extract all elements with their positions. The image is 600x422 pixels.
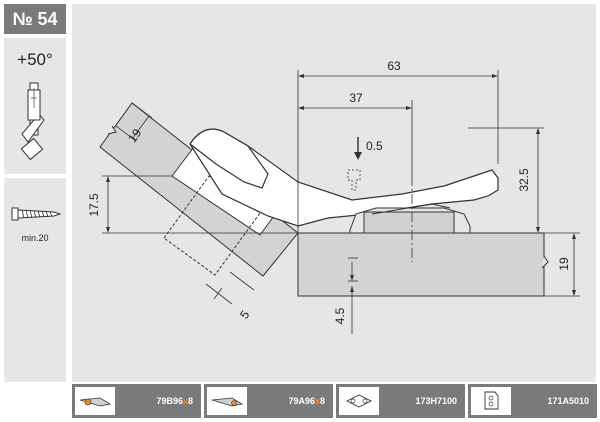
dimension-32-5: 32.5 (517, 168, 531, 192)
cabinet-side-panel (297, 232, 545, 297)
hinge-arm-thumbnail-icon (75, 387, 115, 415)
opening-angle-label: +50° (17, 50, 53, 69)
part-79b96[interactable]: 79B96x8 (72, 384, 201, 418)
hinge-sketch-icon (20, 82, 45, 161)
part-79a96[interactable]: 79A96x8 (204, 384, 333, 418)
hinge-number-badge: № 54 (4, 4, 66, 34)
hinge-drawing: 63 37 0.5 32.5 19 17.5 19 (72, 4, 596, 382)
dimension-17-5: 17.5 (87, 193, 101, 217)
dimension-37: 37 (349, 91, 363, 105)
part-code: 79B96x8 (156, 396, 193, 406)
dimension-63: 63 (387, 59, 401, 73)
part-code: 173H7100 (415, 396, 457, 406)
cup-hidden-outline (163, 175, 261, 276)
part-code: 171A5010 (547, 396, 589, 406)
opening-angle-panel: +50° (4, 38, 66, 174)
adjust-screw-outline (347, 169, 361, 191)
screw-panel: min.20 (4, 178, 66, 382)
cover-cap-thumbnail-icon (471, 387, 511, 415)
dimension-0-5: 0.5 (366, 139, 383, 153)
dimension-4-5: 4.5 (333, 307, 347, 324)
sidebar: № 54 +50° min.20 (0, 0, 70, 422)
dimension-19-side: 19 (557, 257, 571, 271)
parts-bar: 79B96x8 79A96x8 173H7100 (72, 384, 597, 418)
part-code: 79A96x8 (288, 396, 325, 406)
screw-length-label: min.20 (21, 233, 49, 243)
mounting-plate-thumbnail-icon (339, 387, 379, 415)
part-173h7100[interactable]: 173H7100 (336, 384, 465, 418)
screw-icon (11, 207, 62, 221)
dimension-5: 5 (237, 308, 252, 322)
part-171a5010[interactable]: 171A5010 (468, 384, 597, 418)
hinge-arm-thumbnail-icon (207, 387, 247, 415)
